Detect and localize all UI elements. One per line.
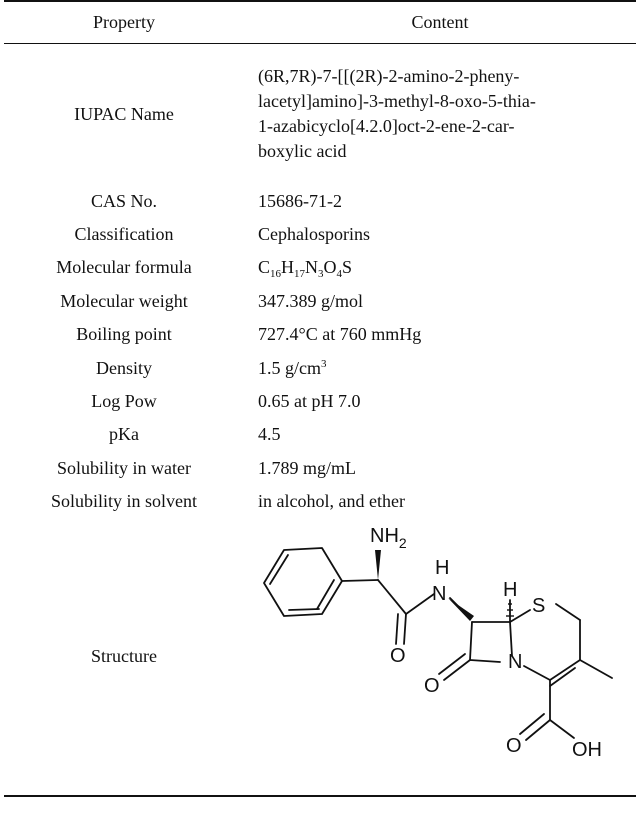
- row-value: 4.5: [258, 424, 281, 445]
- formula-part: S: [342, 257, 353, 278]
- row-value: Cephalosporins: [258, 224, 370, 245]
- bond: [525, 719, 551, 741]
- atom-label-h: H: [503, 579, 517, 601]
- formula-part: C: [258, 257, 271, 278]
- formula-part: H: [281, 257, 295, 278]
- row-label: Classification: [74, 224, 174, 245]
- bond: [549, 719, 575, 739]
- atom-label-n: N: [508, 651, 522, 673]
- iupac-line: boxylic acid: [258, 141, 347, 161]
- atom-label-h: H: [435, 557, 449, 579]
- wedge-bond: [375, 549, 381, 580]
- table-row: IUPAC Name (6R,7R)-7-[[(2R)-2-amino-2-ph…: [4, 44, 636, 185]
- iupac-line: 1-azabicyclo[4.2.0]oct-2-ene-2-car-: [258, 116, 515, 136]
- formula-subscript: 17: [294, 268, 306, 281]
- bond: [469, 659, 501, 663]
- table-row: Log Pow 0.65 at pH 7.0: [4, 384, 636, 417]
- bond: [579, 659, 613, 679]
- aromatic-bond: [288, 608, 320, 611]
- bond: [469, 621, 473, 661]
- table-row: Molecular weight 347.389 g/mol: [4, 284, 636, 317]
- atom-label-o: O: [390, 645, 406, 667]
- bond: [341, 579, 379, 582]
- property-table: Property Content IUPAC Name (6R,7R)-7-[[…: [4, 0, 636, 797]
- formula-subscript: 3: [318, 268, 324, 281]
- table-row: Molecular formula C16H17N3O4S: [4, 251, 636, 284]
- formula-part: N: [305, 257, 319, 278]
- header-content: Content: [244, 0, 636, 44]
- bond: [395, 613, 399, 645]
- row-value: 1.789 mg/mL: [258, 457, 356, 478]
- iupac-line: (6R,7R)-7-[[(2R)-2-amino-2-pheny-: [258, 66, 520, 86]
- row-label: pKa: [109, 424, 139, 445]
- row-label: Solubility in water: [57, 457, 191, 478]
- bond: [523, 665, 551, 681]
- iupac-value: (6R,7R)-7-[[(2R)-2-amino-2-pheny- lacety…: [244, 44, 636, 185]
- row-label: Molecular weight: [60, 290, 188, 311]
- table-row: Solubility in water 1.789 mg/mL: [4, 451, 636, 484]
- bond: [443, 659, 471, 681]
- row-label: Structure: [4, 517, 244, 797]
- row-label: Log Pow: [91, 391, 157, 412]
- atom-label-nh2: NH2: [370, 525, 407, 551]
- bond: [555, 603, 581, 621]
- table-row: CAS No. 15686-71-2: [4, 184, 636, 217]
- bond: [403, 613, 407, 645]
- bond: [438, 653, 466, 675]
- density-value: 1.5 g/cm3: [244, 351, 636, 384]
- phenyl-ring: [263, 547, 343, 617]
- iupac-line: lacetyl]amino]-3-methyl-8-oxo-5-thia-: [258, 91, 536, 111]
- row-label: Molecular formula: [56, 257, 192, 278]
- chemical-structure-diagram: NH2 H N H S N O O O OH: [263, 525, 613, 761]
- bond: [509, 621, 513, 657]
- bond: [405, 593, 435, 615]
- table-row: Classification Cephalosporins: [4, 217, 636, 250]
- aromatic-bond: [316, 579, 335, 610]
- structure-cell: NH2 H N H S N O O O OH: [244, 517, 636, 797]
- atom-label-o: O: [424, 675, 440, 697]
- wedge-bond: [448, 597, 474, 621]
- atom-label-o: O: [506, 735, 522, 757]
- aromatic-bond: [269, 554, 289, 585]
- bond: [377, 579, 407, 615]
- table-header-row: Property Content: [4, 0, 636, 44]
- header-property: Property: [4, 0, 244, 44]
- formula-part: O: [323, 257, 337, 278]
- row-label: IUPAC Name: [74, 104, 174, 124]
- bond: [549, 659, 581, 681]
- atom-label-n: N: [432, 583, 446, 605]
- bond: [519, 713, 545, 735]
- density-superscript: 3: [321, 357, 327, 370]
- formula-value: C16H17N3O4S: [244, 251, 636, 284]
- hash-bond: [506, 603, 514, 617]
- table-row: Density 1.5 g/cm3: [4, 351, 636, 384]
- row-value: 15686-71-2: [258, 190, 342, 211]
- table-row: Structure: [4, 517, 636, 797]
- bond: [509, 609, 531, 623]
- bond: [549, 667, 576, 687]
- atom-label-oh: OH: [572, 739, 602, 761]
- row-value: 0.65 at pH 7.0: [258, 391, 361, 412]
- table-row: Boiling point 727.4°C at 760 mmHg: [4, 318, 636, 351]
- table-row: Solubility in solvent in alcohol, and et…: [4, 485, 636, 518]
- row-label: Solubility in solvent: [50, 491, 197, 512]
- row-value: 347.389 g/mol: [258, 290, 364, 311]
- row-label: Density: [96, 357, 152, 378]
- row-label: CAS No.: [90, 190, 157, 211]
- table-row: pKa 4.5: [4, 418, 636, 451]
- formula-subscript: 4: [336, 268, 343, 281]
- row-value: 727.4°C at 760 mmHg: [258, 324, 422, 345]
- atom-label-s: S: [532, 595, 545, 617]
- density-text: 1.5 g/cm: [258, 357, 321, 378]
- row-label: Boiling point: [76, 324, 172, 345]
- formula-subscript: 16: [270, 268, 282, 281]
- row-value: in alcohol, and ether: [258, 491, 405, 512]
